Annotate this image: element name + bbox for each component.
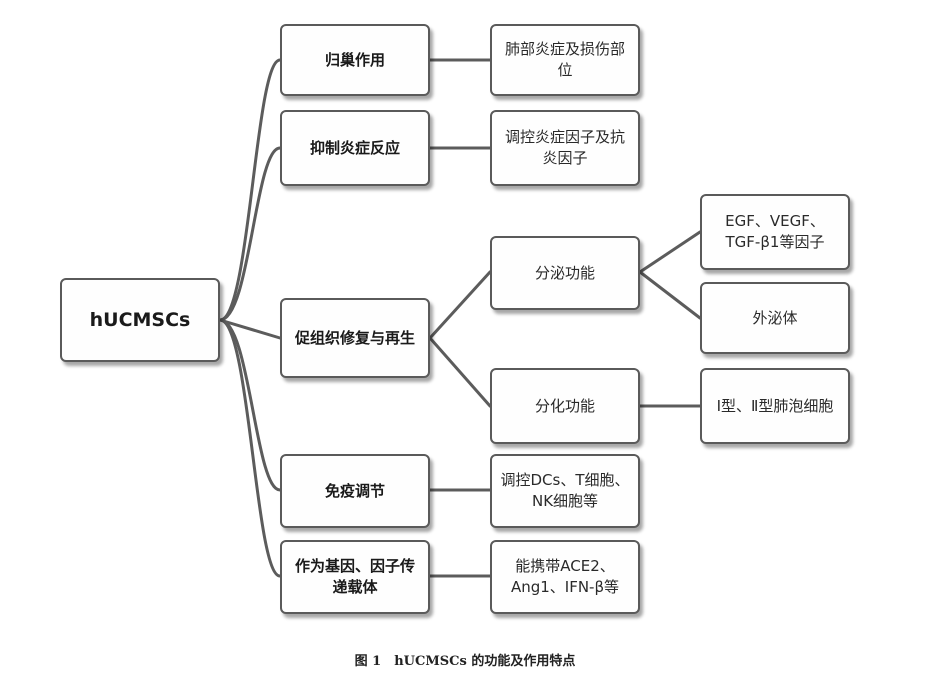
connector-root-immune [218,318,282,492]
homing-effect-label: 肺部炎症及损伤部位 [504,40,625,79]
tissue-repair-node-label: 促组织修复与再生 [294,328,415,347]
immune-effect-node: 调控DCs、T细胞、NK细胞等 [490,454,640,528]
anti-inflammation-node: 抑制炎症反应 [280,110,430,186]
figure-caption: 图 1 hUCMSCs 的功能及作用特点 [354,654,576,669]
root-node-label: hUCMSCs [89,308,191,331]
exosome-label: 外泌体 [752,308,798,327]
anti-inflammation-effect-node: 调控炎症因子及抗炎因子 [490,110,640,186]
secretion-node-label: 分泌功能 [534,263,595,282]
differentiation-node-label: 分化功能 [534,396,595,415]
connector-secretion-factors [638,230,702,274]
immune-effect-label: 调控DCs、T细胞、NK细胞等 [500,471,630,510]
root-node: hUCMSCs [60,278,220,362]
immune-regulation-node-label: 免疫调节 [324,481,385,500]
connector-repair-secretion [428,270,492,340]
carrier-node-label: 作为基因、因子传递载体 [294,557,415,596]
carrier-node: 作为基因、因子传递载体 [280,540,430,614]
anti-inflammation-node-label: 抑制炎症反应 [309,138,400,157]
carrier-effect-label: 能携带ACE2、Ang1、IFN-β等 [510,557,620,596]
immune-regulation-node: 免疫调节 [280,454,430,528]
differentiation-node: 分化功能 [490,368,640,444]
homing-node: 归巢作用 [280,24,430,96]
secretion-node: 分泌功能 [490,236,640,310]
homing-effect-node: 肺部炎症及损伤部位 [490,24,640,96]
secretion-factors-label: EGF、VEGF、TGF-β1等因子 [725,212,825,251]
alveolar-cells-node: Ⅰ型、Ⅱ型肺泡细胞 [700,368,850,444]
connector-root-carrier [218,318,282,578]
alveolar-cells-label: Ⅰ型、Ⅱ型肺泡细胞 [716,396,834,415]
secretion-factors-node: EGF、VEGF、TGF-β1等因子 [700,194,850,270]
connector-repair-differentiation [428,336,492,408]
tissue-repair-node: 促组织修复与再生 [280,298,430,378]
carrier-effect-node: 能携带ACE2、Ang1、IFN-β等 [490,540,640,614]
connector-root-repair [218,318,282,340]
connector-secretion-exosome [638,270,702,320]
anti-inflammation-effect-label: 调控炎症因子及抗炎因子 [504,128,625,167]
connector-root-homing [218,58,282,322]
homing-node-label: 归巢作用 [324,50,385,69]
exosome-node: 外泌体 [700,282,850,354]
connector-root-inflammation [218,146,282,322]
